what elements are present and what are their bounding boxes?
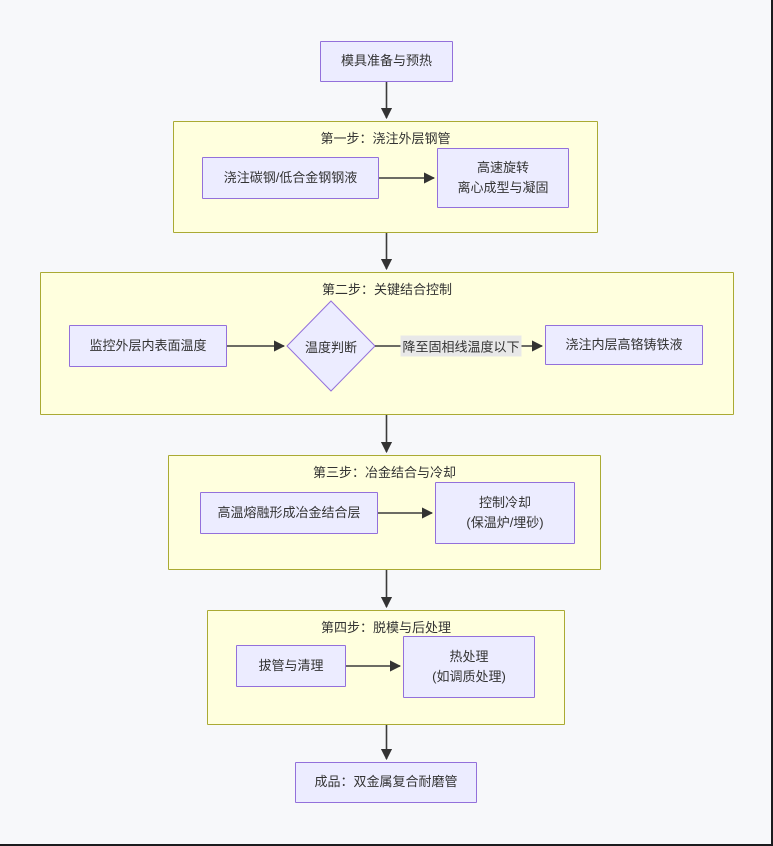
subgraph-step3-title: 第三步：冶金结合与冷却: [312, 465, 456, 480]
node-controlled-cooling: 控制冷却 (保温炉/埋砂): [435, 482, 575, 544]
subgraph-step4-title: 第四步：脱模与后处理: [320, 620, 451, 635]
node-final-product: 成品：双金属复合耐磨管: [295, 762, 477, 803]
subgraph-step1-title: 第一步：浇注外层钢管: [320, 131, 451, 146]
node-pour-outer: 浇注碳钢/低合金钢钢液: [202, 157, 379, 199]
node-spin-forming: 高速旋转 离心成型与凝固: [437, 148, 569, 208]
node-pour-inner: 浇注内层高铬铸铁液: [545, 325, 703, 365]
subgraph-step2-title: 第二步：关键结合控制: [321, 282, 452, 297]
node-metallurgical-bond: 高温熔融形成冶金结合层: [200, 492, 378, 534]
node-demold-clean: 拔管与清理: [236, 645, 346, 687]
node-mold-prep: 模具准备与预热: [320, 41, 453, 82]
edge-label-below-solidus: 降至固相线温度以下: [400, 335, 522, 357]
node-temp-decision: 温度判断: [304, 339, 357, 355]
node-heat-treatment: 热处理 (如调质处理): [403, 636, 535, 698]
node-monitor-temp: 监控外层内表面温度: [69, 325, 227, 367]
